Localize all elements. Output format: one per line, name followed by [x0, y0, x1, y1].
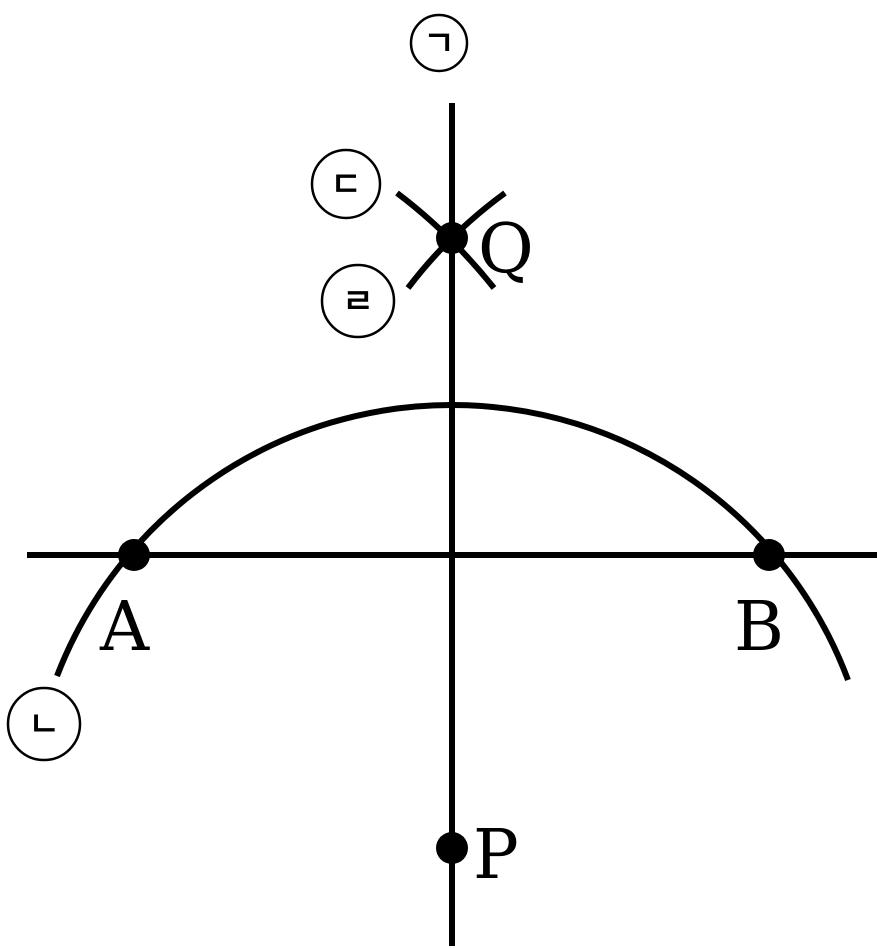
step-marker-3-text: ㄷ — [330, 165, 361, 205]
step-marker-2-text: ㄴ — [28, 705, 59, 745]
point-Q — [436, 222, 468, 254]
step-marker-4-text: ㄹ — [342, 282, 373, 322]
point-P — [436, 832, 468, 864]
point-A — [118, 539, 150, 571]
step-marker-4: ㄹ — [320, 263, 396, 339]
label-A: A — [99, 588, 150, 667]
label-B: B — [734, 588, 784, 667]
step-marker-3: ㄷ — [310, 148, 382, 220]
step-marker-1-text: ㄱ — [423, 24, 454, 64]
label-P: P — [473, 816, 519, 895]
point-B — [753, 539, 785, 571]
step-marker-1: ㄱ — [409, 13, 469, 73]
label-Q: Q — [478, 210, 534, 289]
step-marker-2: ㄴ — [6, 686, 82, 762]
